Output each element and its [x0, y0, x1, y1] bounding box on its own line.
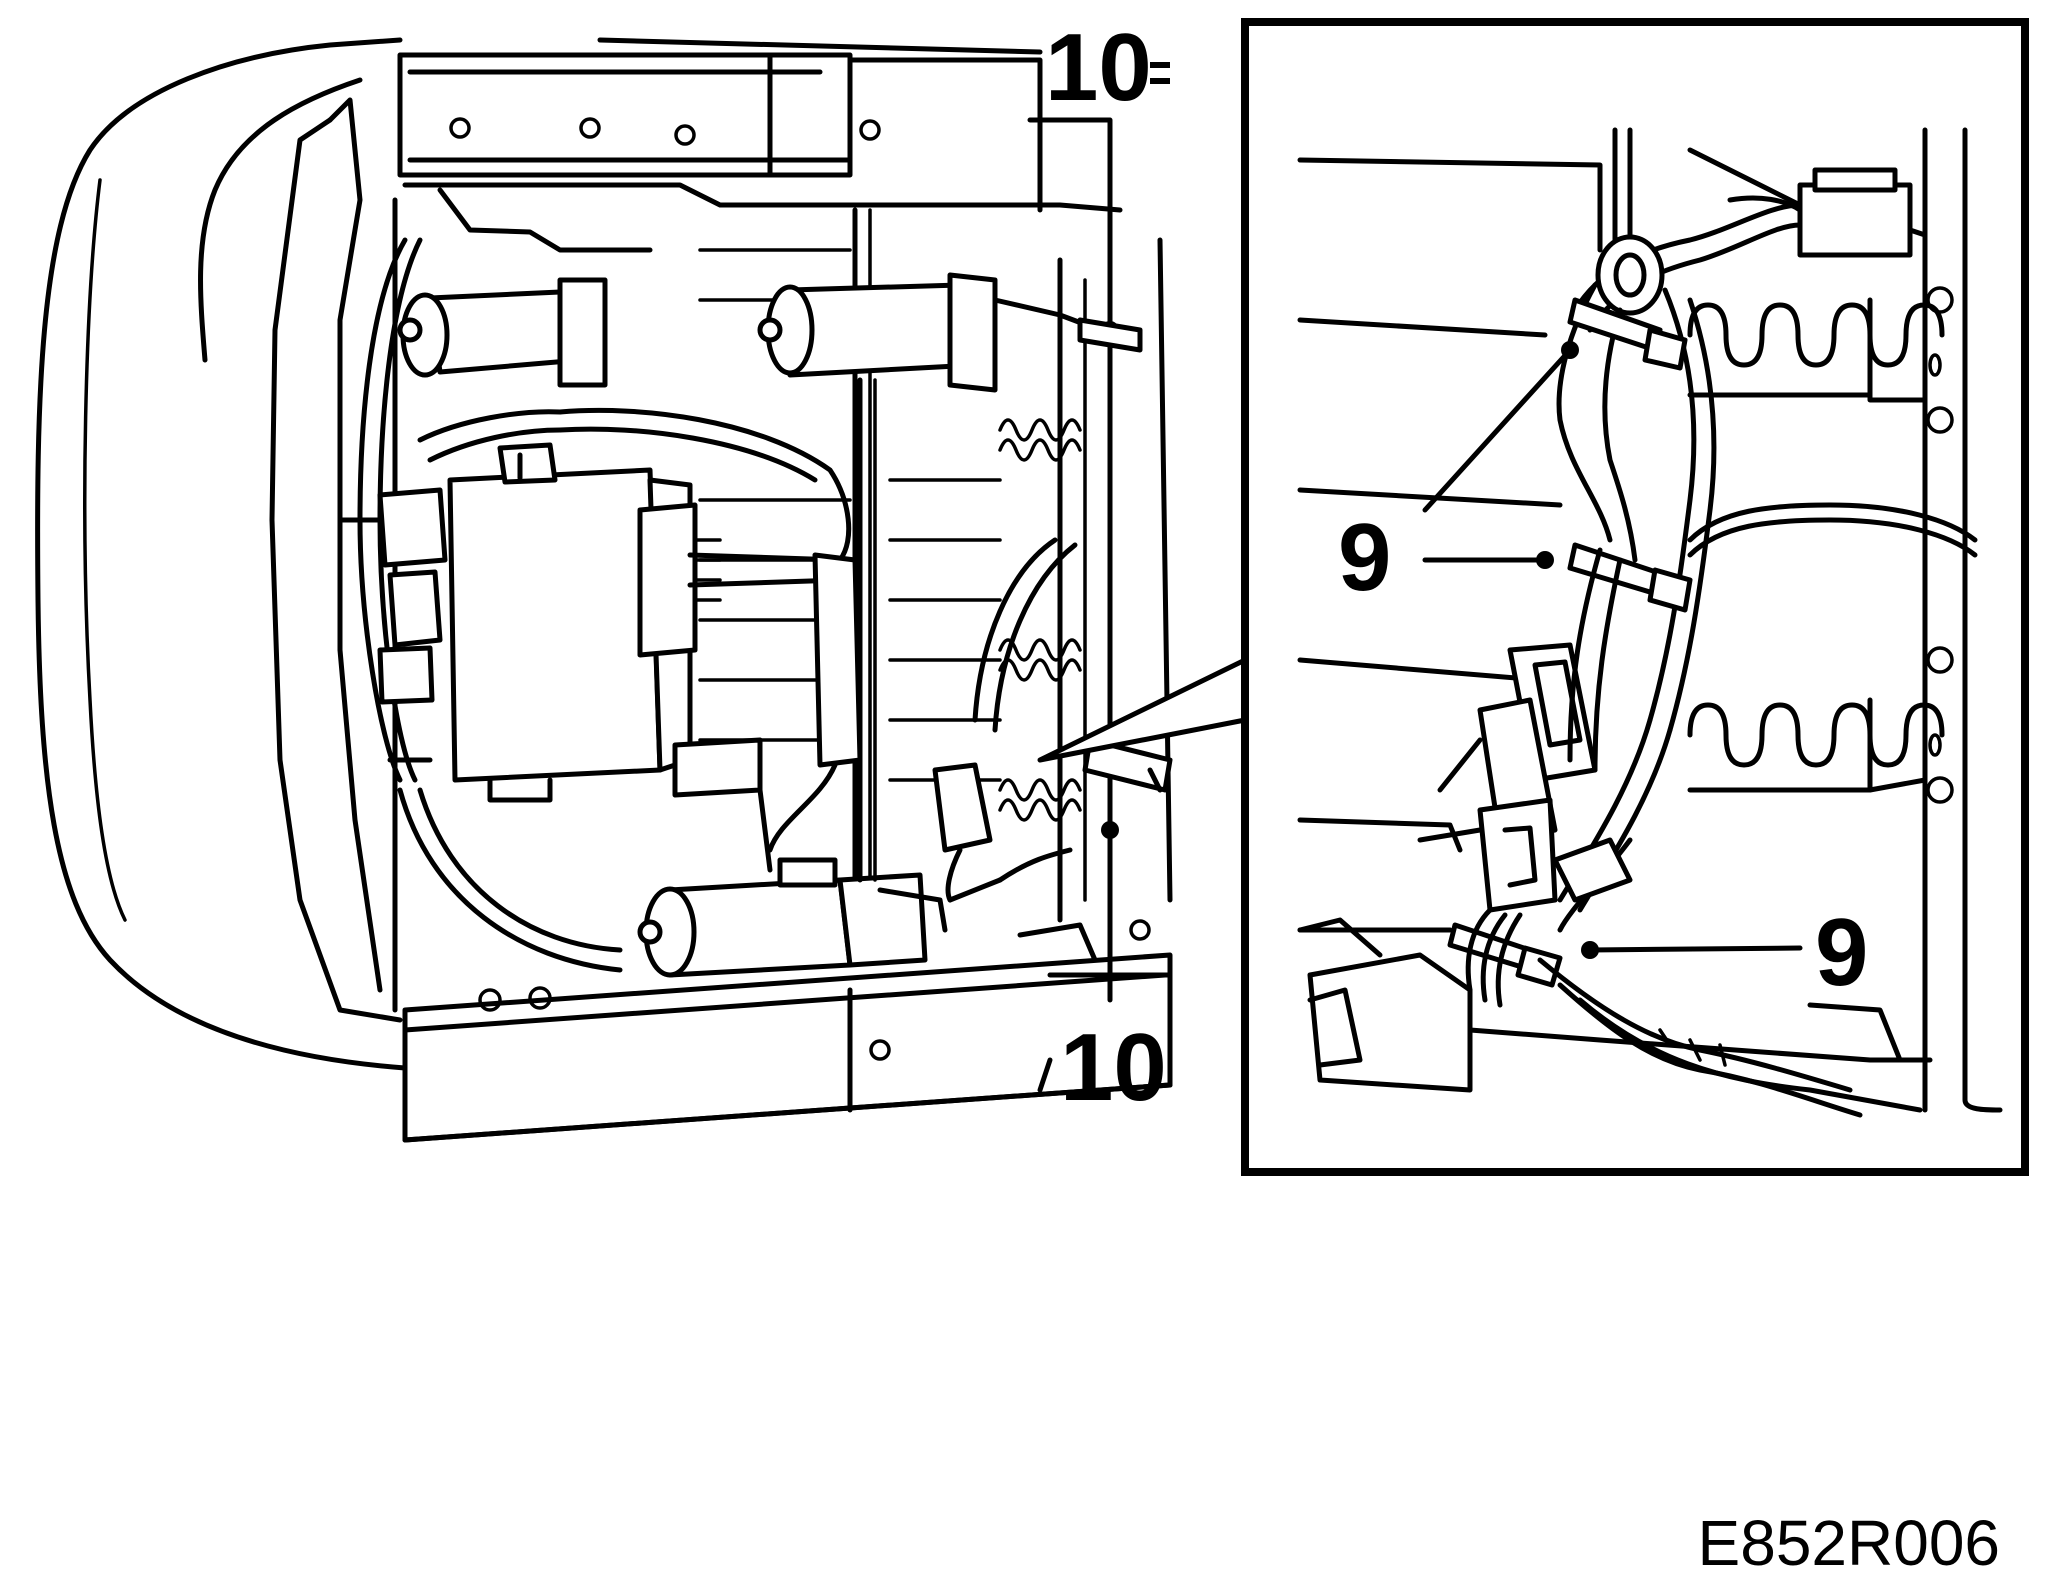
detail-connector-top	[1727, 167, 1928, 258]
harness-connector-right	[932, 537, 1078, 903]
bottom-rail-lower	[402, 1082, 1173, 1143]
leader-9-bottom	[1587, 945, 1803, 953]
callout-9-bottom: 9	[1815, 899, 1868, 1006]
callout-9-middle: 9	[1338, 504, 1391, 611]
main-view	[35, 37, 1173, 1143]
detail-floor-bracket	[1297, 917, 1933, 1093]
figure-code: E852R006	[1698, 1507, 2000, 1579]
detail-harness-strands	[1465, 547, 1923, 1118]
callout-10-top: 10	[1045, 14, 1152, 121]
seat-motor-top-left	[397, 277, 608, 388]
callout-10-bottom: 10	[1060, 1014, 1167, 1121]
control-module	[447, 442, 763, 803]
detail-inline-connector	[1417, 642, 1598, 913]
leader-9-top	[1422, 347, 1573, 513]
bolt	[1077, 317, 1173, 793]
seat-motor-top-right	[757, 272, 1103, 393]
springs	[998, 418, 1082, 822]
detail-inset	[1241, 18, 2029, 1176]
bottom-rail	[402, 919, 1173, 1143]
seat-motor-bottom	[637, 857, 948, 978]
seat-frame-side	[269, 117, 403, 1023]
wiring-harness-left	[337, 237, 623, 973]
detail-spring-lower	[1687, 697, 1945, 793]
detail-cable-tie-top	[1567, 297, 1688, 371]
callout-10-top-tick	[1150, 62, 1170, 68]
seat-cushion-outline	[35, 37, 408, 1071]
detail-cable-eyelet	[1556, 202, 1803, 733]
leader-10-top	[1027, 117, 1113, 333]
detail-spring-upper	[1687, 297, 1945, 403]
detail-pointer	[1037, 657, 1248, 763]
top-rail	[397, 37, 1123, 253]
